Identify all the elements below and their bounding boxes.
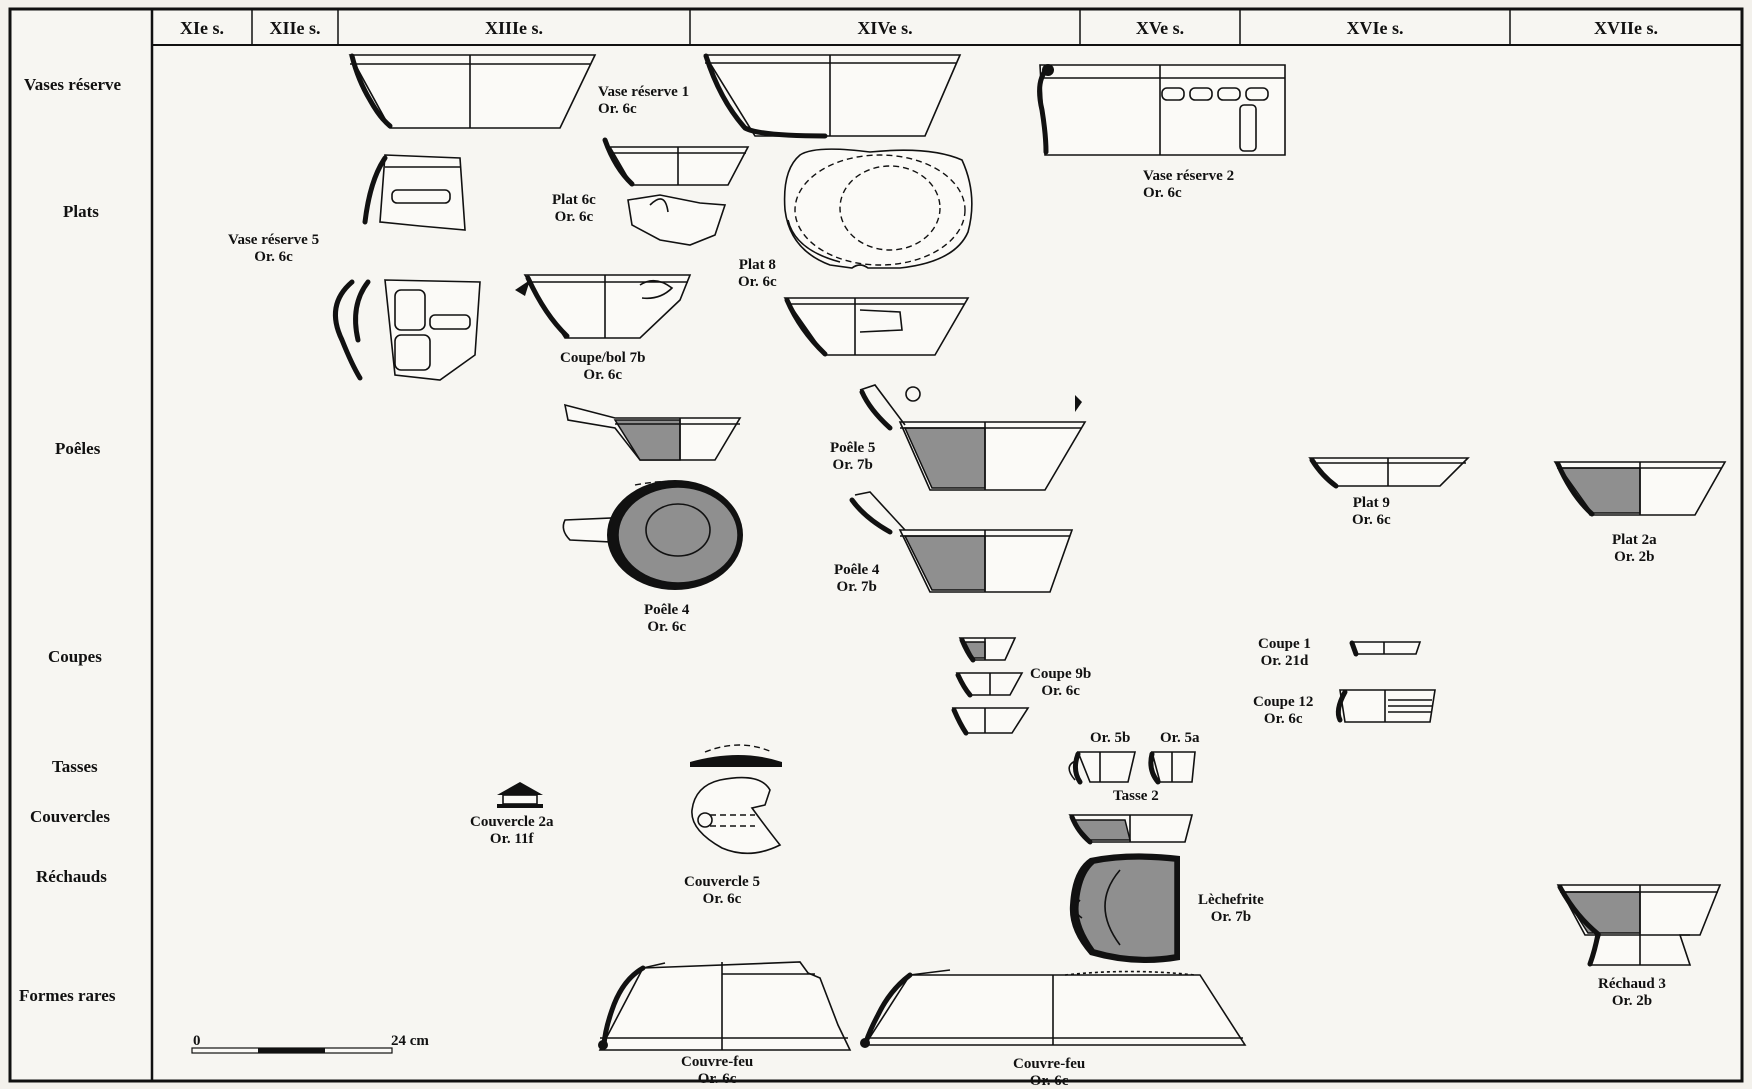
century-xiv: XIVe s. [857, 17, 913, 38]
scale-bar [191, 1047, 393, 1054]
century-xii: XIIe s. [269, 17, 321, 38]
category-couvercles: Couvercles [30, 807, 110, 826]
scale-end-label: 24 cm [391, 1033, 429, 1049]
century-header [152, 9, 1742, 46]
rechaud-3-drawing [1556, 884, 1722, 967]
plat-9-drawing [1308, 457, 1470, 489]
lechefrite-drawing [1069, 853, 1180, 964]
category-tasses: Tasses [52, 757, 98, 776]
category-poeles: Poêles [55, 439, 101, 458]
plat-8-bowl-drawing [783, 297, 970, 357]
couvercle-5-drawing [690, 744, 782, 855]
coupe-bol-7b-drawing [515, 274, 692, 339]
tasse-2-drawing [1068, 751, 1196, 785]
category-vases-reserve: Vases réserve [24, 75, 122, 94]
caption-tasse-2-code-a: Or. 5b [1090, 730, 1131, 746]
century-xi: XIe s. [180, 17, 224, 38]
category-plats: Plats [63, 202, 99, 221]
vase-reserve-2-drawing [1037, 64, 1286, 156]
vase-reserve-5-upper-drawing [362, 154, 466, 231]
poele-4-or7b-drawing [849, 491, 1074, 593]
coupe-1-drawing [1349, 640, 1422, 657]
plat-8-drawing [783, 148, 973, 269]
vase-reserve-xiii-drawing [348, 53, 597, 129]
couvercle-2a-drawing [497, 782, 543, 808]
couvre-feu-a-drawing [598, 961, 852, 1051]
coupe-12-drawing [1335, 689, 1436, 723]
rechaud-xv-profile-drawing [1068, 814, 1194, 845]
coupe-9b-drawing [951, 637, 1030, 736]
century-xvii: XVIIe s. [1593, 17, 1658, 38]
vase-reserve-5-lower-drawing [333, 279, 481, 381]
category-rechauds: Réchauds [36, 867, 107, 886]
poele-5-drawing [859, 384, 1087, 491]
caption-tasse-2-code-b: Or. 5a [1160, 730, 1200, 746]
category-formes-rares: Formes rares [19, 986, 116, 1005]
century-xiii: XIIIe s. [484, 17, 543, 38]
category-coupes: Coupes [48, 647, 102, 666]
plat-6c-drawing [602, 137, 750, 246]
century-xvi: XVIe s. [1346, 17, 1404, 38]
caption-tasse-2: Tasse 2 [1113, 788, 1159, 804]
scale-zero-label: 0 [193, 1033, 201, 1049]
vase-reserve-1-drawing [703, 53, 962, 139]
poele-xiii-profile-drawing [563, 403, 742, 461]
plat-2a-drawing [1553, 461, 1727, 517]
couvre-feu-b-drawing [860, 969, 1247, 1048]
century-xv: XVe s. [1135, 17, 1185, 38]
poele-4-top-view-drawing [562, 480, 743, 590]
